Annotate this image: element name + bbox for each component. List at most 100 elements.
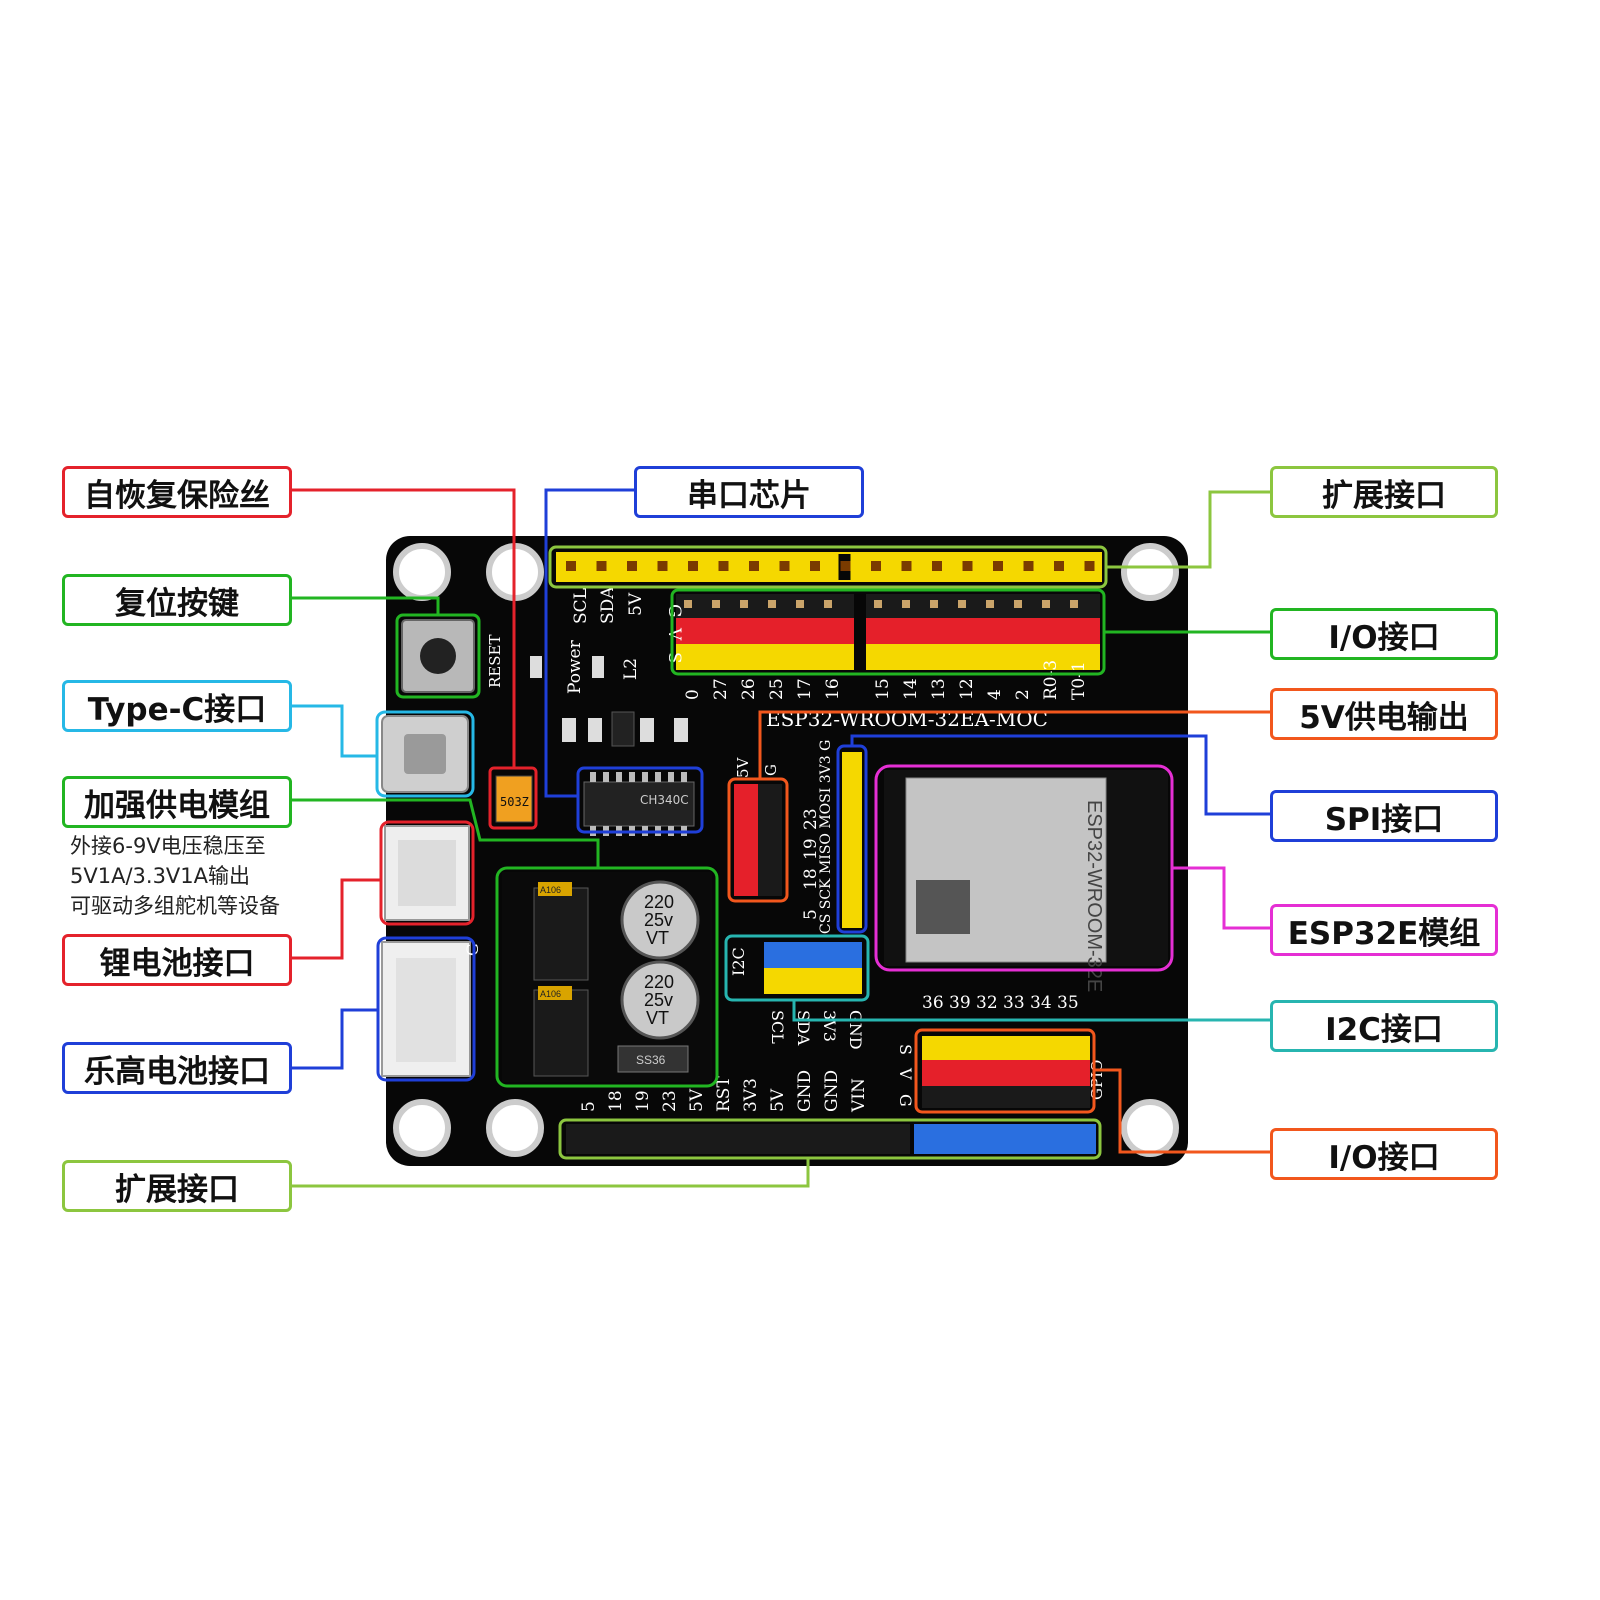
lithium-label: 锂电池接口 [62, 934, 292, 986]
leader-typec [292, 704, 377, 758]
regulator-2-tag [538, 986, 572, 1000]
i2c-header-yellow [764, 968, 862, 994]
i2c-header-blue [764, 942, 862, 968]
silk-power: Power [565, 639, 585, 694]
typec-label: Type-C接口 [62, 680, 292, 732]
mount-hole-bl2 [486, 1099, 544, 1157]
io-pin-label: 4 [985, 689, 1005, 700]
io-pin-tip [824, 600, 832, 608]
leader-i2c [792, 1000, 1270, 1022]
leader-spi [850, 734, 1270, 816]
expansion-header-bottom-black [566, 1124, 910, 1154]
top-header-hole [657, 561, 668, 571]
io-pin-tip [986, 600, 994, 608]
lithium-connector-inner [398, 840, 456, 906]
io-pin-tip [684, 600, 692, 608]
smd-3 [640, 718, 654, 742]
top-header-hole [871, 561, 881, 571]
silk-g: G [664, 604, 684, 618]
silk-five-v: 5V [734, 756, 752, 778]
io-top-pins [684, 600, 1078, 608]
reset-button-cap[interactable] [420, 638, 456, 674]
serial-chip-label: 串口芯片 [634, 466, 864, 518]
i2c-pin-label: SDA [794, 1010, 813, 1046]
chip-pin [655, 772, 661, 782]
top-header-hole [810, 561, 820, 571]
capacitor-2 [620, 960, 700, 1040]
callout-box-typec [375, 710, 475, 798]
io-pin-tip [712, 600, 720, 608]
regulator-2 [533, 989, 589, 1077]
io-top-label: I/O接口 [1270, 608, 1498, 660]
led-power [530, 656, 542, 678]
top-header-hole [901, 561, 912, 571]
cap2-text-3: VT [646, 1008, 669, 1028]
bottom-pin-label: 5 [579, 1101, 599, 1112]
regulator-1-text: A106 [540, 885, 561, 895]
diode [617, 1045, 689, 1073]
io-pin-tip [1042, 600, 1050, 608]
chip-pin [681, 772, 687, 782]
cap1-text-3: VT [646, 928, 669, 948]
leader-esp32 [1172, 866, 1270, 930]
io-pin-label: 25 [767, 678, 787, 700]
top-header-hole [718, 561, 729, 571]
adc-pin-label: 32 [976, 993, 998, 1013]
leader-exp-top [1106, 490, 1270, 569]
callout-box-serial [576, 766, 704, 834]
bottom-pin-label: 5V [687, 1088, 707, 1112]
top-header-hole [688, 561, 698, 571]
spi-pin-label: 23 [801, 808, 821, 830]
expansion-header-bottom-blue [914, 1124, 1096, 1154]
silk-io-v: V [896, 1067, 915, 1080]
bottom-pin-label: 5V [768, 1088, 788, 1112]
power-module-label: 加强供电模组 [62, 776, 292, 828]
leader-fuse [292, 488, 516, 768]
silk-io-s: S [896, 1044, 915, 1055]
leader-io-bottom [1094, 1068, 1270, 1154]
top-header-hole [627, 561, 637, 571]
silk-s: S [664, 652, 684, 664]
io-pin-tip [958, 600, 966, 608]
esp32-module-name: ESP32-WROOM-32E [1083, 800, 1105, 992]
top-header-holes [566, 554, 1095, 580]
power-note-line-2: 5V1A/3.3V1A输出 [70, 864, 251, 888]
expansion-header-top [556, 552, 1102, 582]
silk-sda: SDA [598, 586, 618, 624]
chip-pin [642, 772, 648, 782]
esp32-module-shield [905, 777, 1107, 963]
fuse-text: 503Z [500, 795, 529, 809]
lego-connector-inner [396, 958, 456, 1062]
io-pin-label: 16 [823, 678, 843, 700]
bottom-pin-label: 23 [660, 1090, 680, 1112]
io-pin-tip [1014, 600, 1022, 608]
top-header-hole [596, 561, 607, 571]
silk-spi-names: CS SCK MISO MOSI 3V3 G [818, 740, 834, 934]
regulator-1 [533, 887, 589, 981]
cap2-text-1: 220 [644, 972, 674, 992]
typec-port [404, 734, 446, 774]
io-bottom-black [922, 1086, 1090, 1108]
adc-pin-label: 34 [1030, 993, 1052, 1013]
io-pin-label: 17 [795, 678, 815, 700]
bottom-pin-label: 19 [633, 1090, 653, 1112]
mount-hole-br [1121, 1099, 1179, 1157]
cap2-text-2: 25v [644, 990, 673, 1010]
io-pin-label: T0-1 [1069, 661, 1089, 700]
reset-button-label: 复位按键 [62, 574, 292, 626]
spi-pin-label: 19 [801, 838, 821, 860]
fuse-label: 自恢复保险丝 [62, 466, 292, 518]
five-v-header-red [734, 784, 758, 896]
callout-box-power [495, 866, 719, 1088]
leader-exp-bottom [292, 1158, 810, 1188]
io-pin-label: 15 [873, 678, 893, 700]
i2c-pin-label: SCL [768, 1010, 787, 1044]
chip-pin [616, 772, 622, 782]
bottom-pin-label: 3V3 [741, 1078, 761, 1112]
callout-box-lithium [379, 820, 475, 926]
leader-power [292, 798, 600, 868]
esp32e-label: ESP32E模组 [1270, 904, 1498, 956]
